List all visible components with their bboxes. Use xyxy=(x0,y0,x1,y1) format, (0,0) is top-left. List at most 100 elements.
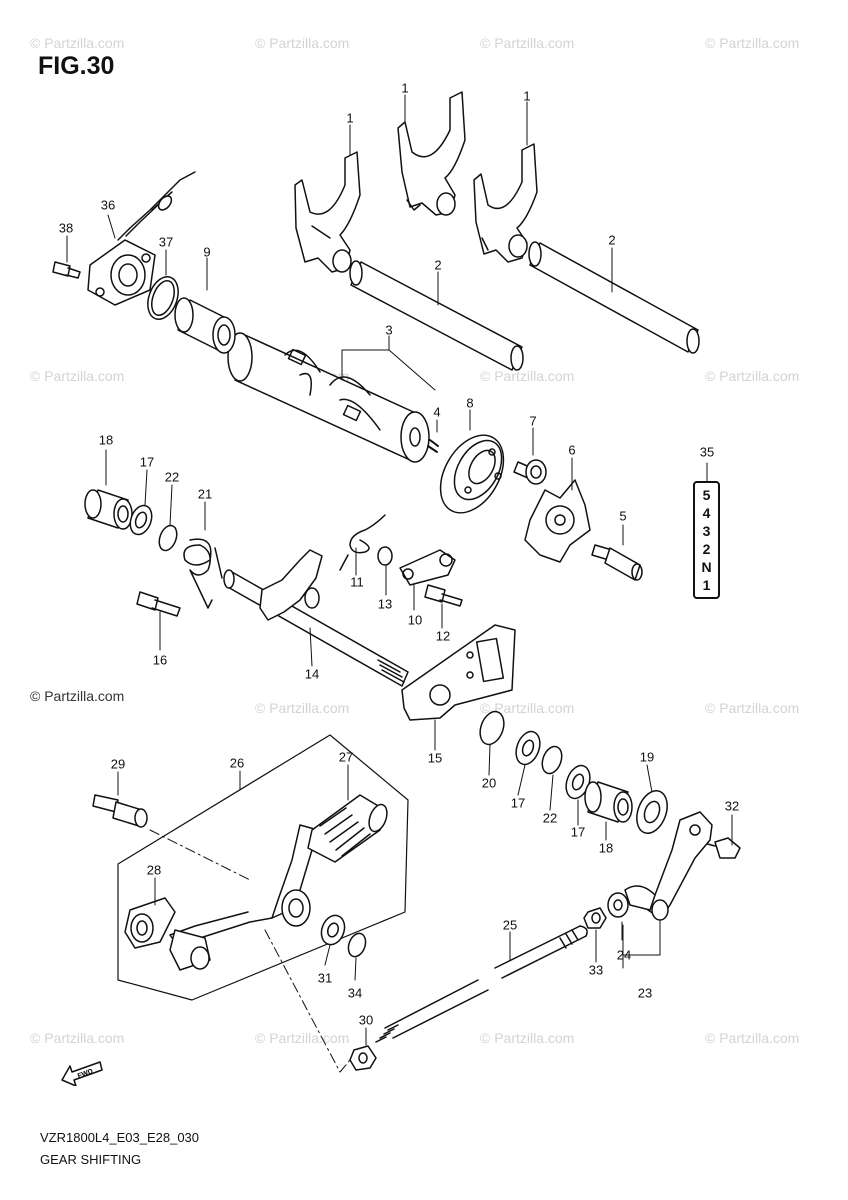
gear-position-n: N xyxy=(701,558,712,575)
callout-label: 11 xyxy=(350,574,364,590)
pedal-leader-line xyxy=(264,929,351,1073)
callout-label: 2 xyxy=(608,232,616,248)
callout-label: 15 xyxy=(427,750,443,766)
callout-label: 17 xyxy=(139,454,155,470)
callout-label: 18 xyxy=(98,432,114,448)
washer-right-b-hole xyxy=(571,773,585,791)
oil-seal-right xyxy=(584,781,633,823)
callout-label: 29 xyxy=(110,756,126,772)
gear-position-3: 3 xyxy=(702,522,711,539)
washer-right-a xyxy=(515,730,541,766)
gear-position-cam xyxy=(524,479,591,563)
callout-label: 16 xyxy=(152,652,168,668)
switch-screw xyxy=(52,261,81,279)
watermark: © Partzilla.com xyxy=(480,368,575,384)
watermark: © Partzilla.com xyxy=(255,35,350,51)
callout-label: 14 xyxy=(304,666,320,682)
washer-left xyxy=(129,504,153,536)
cam-pin xyxy=(427,439,439,453)
callout-label: 1 xyxy=(523,88,531,104)
fork-shaft-right xyxy=(528,241,700,354)
callout-label: 21 xyxy=(197,486,213,502)
watermark: © Partzilla.com xyxy=(30,1030,125,1046)
watermark: © Partzilla.com xyxy=(255,1030,350,1046)
pedal-washer xyxy=(320,914,346,946)
callout-label: 8 xyxy=(466,395,474,411)
gear-position-1: 1 xyxy=(702,576,711,593)
cam-stopper-pin xyxy=(591,544,643,581)
gearshift-cam-drum xyxy=(227,332,430,463)
watermark: © Partzilla.com xyxy=(480,700,575,716)
watermark: © Partzilla.com xyxy=(30,35,125,51)
gear-position-4: 4 xyxy=(702,504,711,521)
pedal-circlip xyxy=(347,932,367,958)
gearshift-shaft xyxy=(223,549,409,687)
circlip-left xyxy=(158,524,178,552)
pedal-bolt-leader xyxy=(149,829,251,881)
gearshift-cam-stopper xyxy=(399,549,456,586)
pedal-rubber xyxy=(307,794,388,863)
o-ring xyxy=(147,276,179,320)
callout-label: 22 xyxy=(164,469,180,485)
callout-label: 25 xyxy=(502,917,518,933)
figure-title: FIG.30 xyxy=(38,52,115,80)
callout-label: 28 xyxy=(146,862,162,878)
cam-bearing xyxy=(439,434,505,514)
diagram-code: VZR1800L4_E03_E28_030 xyxy=(40,1130,200,1145)
gearshift-lever-link xyxy=(607,811,713,921)
callout-label: 9 xyxy=(203,244,211,260)
link-nut xyxy=(583,907,607,929)
callout-label: 26 xyxy=(229,755,245,771)
callout-label: 13 xyxy=(377,596,393,612)
watermark: © Partzilla.com xyxy=(705,1030,800,1046)
callout-label: 31 xyxy=(317,970,333,986)
cam-bolt xyxy=(513,459,547,485)
callout-label: 38 xyxy=(58,220,74,236)
watermark: © Partzilla.com xyxy=(480,35,575,51)
callout-label: 7 xyxy=(529,413,537,429)
callout-label: 27 xyxy=(338,749,354,765)
watermark: © Partzilla.com xyxy=(705,700,800,716)
rod-nut xyxy=(349,1045,377,1071)
callout-label: 17 xyxy=(570,824,586,840)
callout-label: 30 xyxy=(358,1012,374,1028)
callout-label: 37 xyxy=(158,234,174,250)
fork-shaft-left xyxy=(349,260,524,371)
circlip-right-b xyxy=(541,745,563,775)
callout-label: 1 xyxy=(401,80,409,96)
circlip-right-a xyxy=(479,710,505,746)
stopper-bolt xyxy=(136,591,181,617)
watermark: © Partzilla.com xyxy=(30,368,125,384)
pedal-footpeg xyxy=(169,929,211,971)
section-title: GEAR SHIFTING xyxy=(40,1152,142,1167)
oil-seal-left xyxy=(84,489,133,530)
pedal-pivot xyxy=(124,897,176,949)
gear-indicator-label: 35 xyxy=(699,444,715,460)
callout-leader-lines xyxy=(66,94,733,1046)
callout-label: 36 xyxy=(100,197,116,213)
watermark: © Partzilla.com xyxy=(705,35,800,51)
watermark: © Partzilla.com xyxy=(480,1030,575,1046)
gear-position-2: 2 xyxy=(702,540,711,557)
callout-label: 2 xyxy=(434,257,442,273)
watermark: © Partzilla.com xyxy=(255,700,350,716)
gearshift-rod xyxy=(375,925,588,1043)
shift-fork-left xyxy=(294,151,361,273)
forward-arrow-icon: FWD xyxy=(60,1058,104,1091)
callout-label: 23 xyxy=(637,985,653,1001)
callout-label: 3 xyxy=(385,322,393,338)
return-spring xyxy=(183,538,223,609)
o-ring-inner xyxy=(151,279,175,317)
washer-left-hole xyxy=(134,511,148,529)
callout-label: 1 xyxy=(346,110,354,126)
shift-fork-right xyxy=(473,143,538,263)
pedal-washer-hole xyxy=(326,922,340,938)
callout-label: 4 xyxy=(433,404,441,420)
stopper-bolt-small xyxy=(424,584,463,607)
callout-label: 17 xyxy=(510,795,526,811)
callout-label: 10 xyxy=(407,612,423,628)
copyright-notice: © Partzilla.com xyxy=(30,688,125,704)
callout-label: 12 xyxy=(435,628,451,644)
callout-label: 34 xyxy=(347,985,363,1001)
